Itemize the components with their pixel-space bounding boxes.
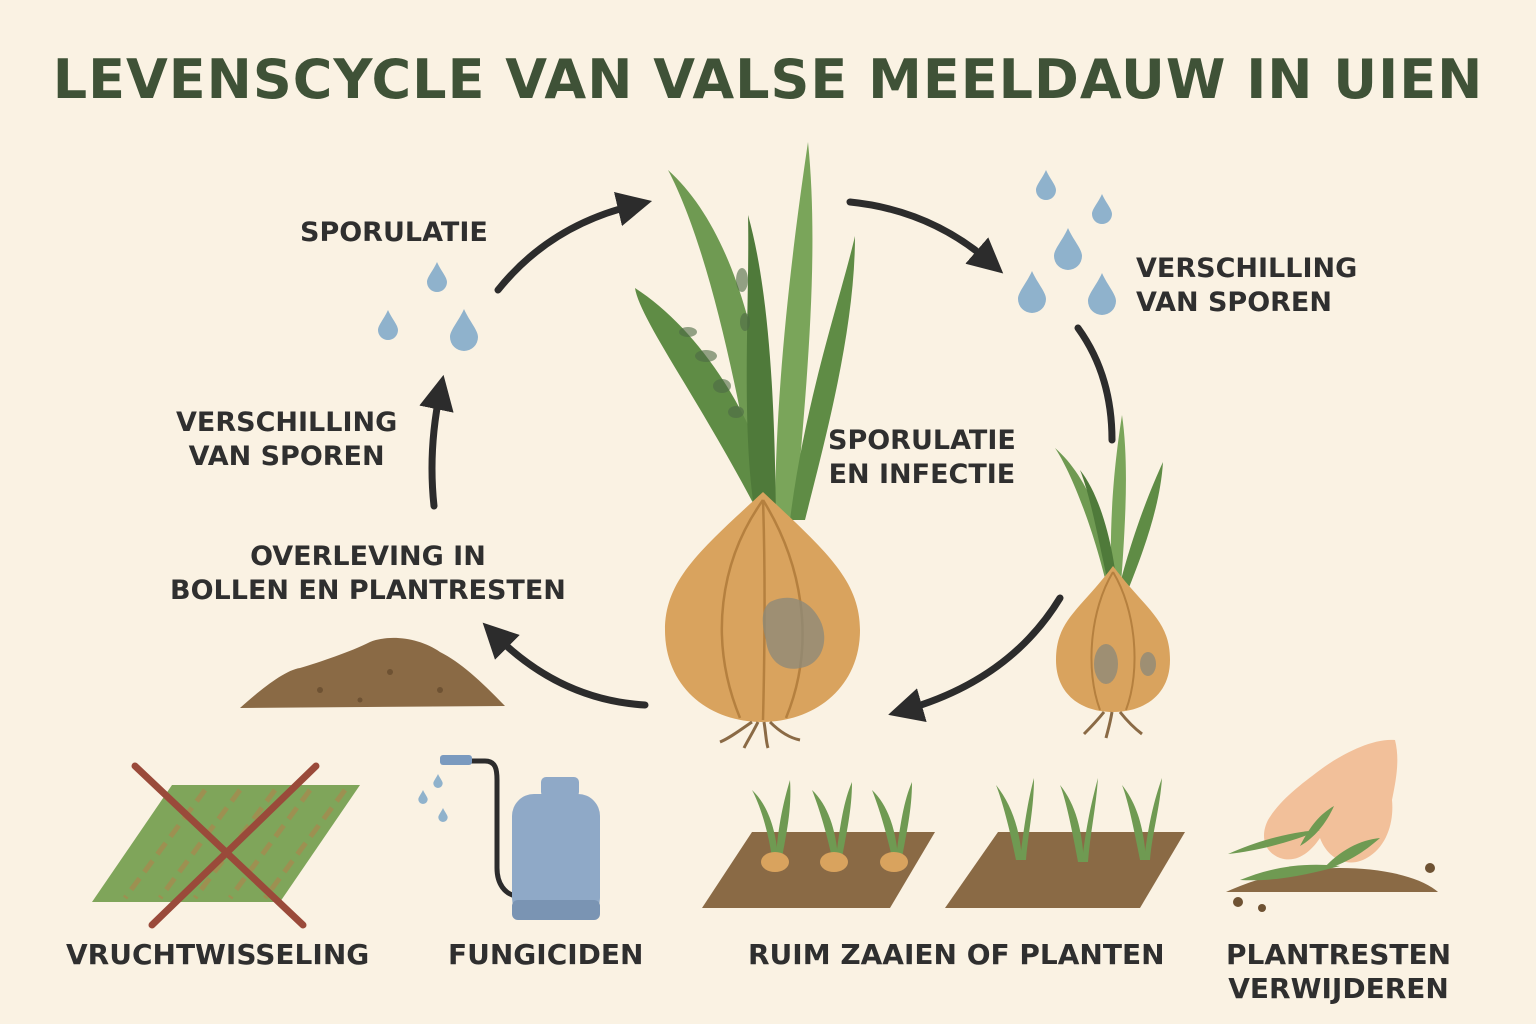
arrow-to-bottom-center	[888, 594, 1064, 723]
arrow-to-main-plant	[494, 191, 653, 294]
arrow-down-right	[1074, 324, 1116, 444]
cycle-arrows	[419, 191, 1116, 723]
label-verschilling-left: VERSCHILLING VAN SPOREN	[176, 407, 398, 472]
measure-label-fungiciden: FUNGICIDEN	[448, 938, 644, 971]
page-title: LEVENSCYCLE VAN VALSE MEELDAUW IN UIEN	[52, 48, 1484, 111]
label-sporulatie: SPORULATIE	[300, 217, 488, 248]
arrow-to-right-drops	[846, 198, 1004, 274]
arrow-to-soil	[482, 622, 649, 709]
crossed-field-icon	[92, 762, 360, 929]
spaced-planting-icon	[702, 778, 1185, 908]
hand-removing-debris-icon	[1226, 739, 1438, 912]
sprayer-icon	[418, 755, 600, 920]
label-overleving: OVERLEVING IN BOLLEN EN PLANTRESTEN	[170, 541, 566, 606]
arrow-up-left	[419, 374, 454, 510]
soil-pile-icon	[240, 637, 505, 708]
sporulation-drops-icon	[378, 262, 478, 351]
measure-label-vruchtwisseling: VRUCHTWISSELING	[66, 938, 370, 971]
infected-onion-plant-icon	[635, 142, 860, 749]
spore-spread-drops-icon	[1018, 170, 1116, 315]
measure-label-ruim-zaaien: RUIM ZAAIEN OF PLANTEN	[748, 938, 1165, 971]
label-sporulatie-infectie: SPORULATIE EN INFECTIE	[828, 425, 1016, 490]
measure-label-plantresten: PLANTRESTEN VERWIJDEREN	[1226, 938, 1452, 1005]
label-verschilling-right: VERSCHILLING VAN SPOREN	[1136, 253, 1358, 318]
young-onion-plant-icon	[1055, 415, 1170, 739]
